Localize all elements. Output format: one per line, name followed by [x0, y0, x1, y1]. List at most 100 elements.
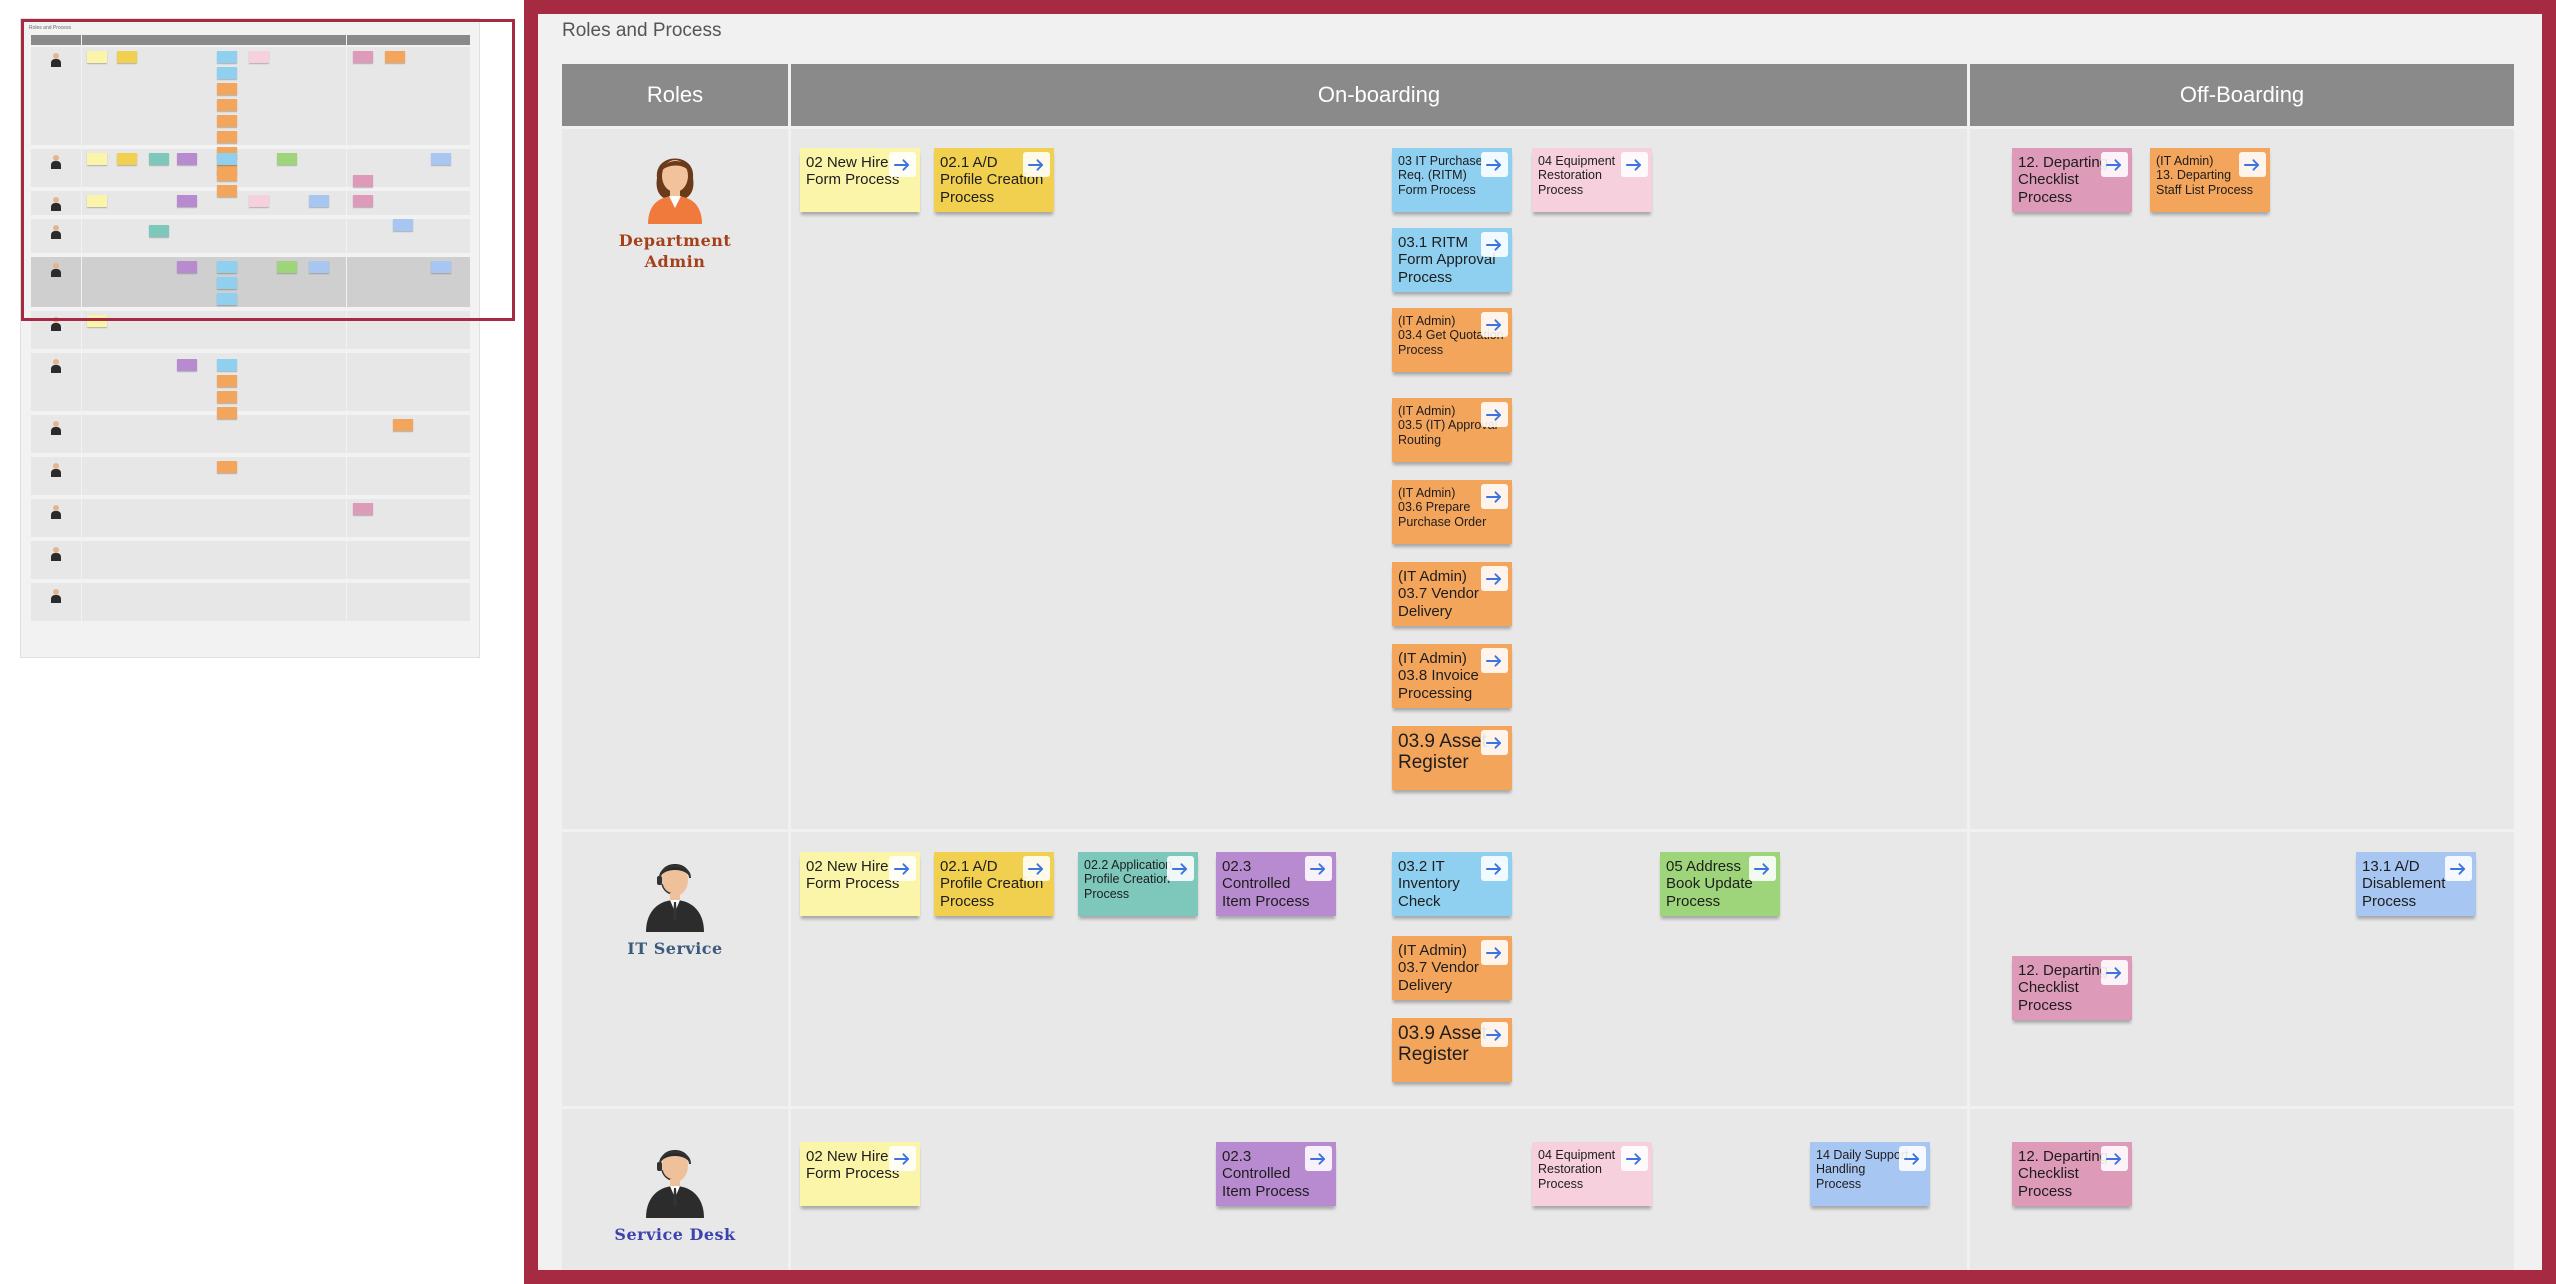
header-roles: Roles: [562, 64, 788, 126]
arrow-right-icon[interactable]: [1899, 1146, 1926, 1171]
sticky-note-text: 12. Departing Checklist Process: [2018, 1148, 2109, 1200]
arrow-right-icon[interactable]: [1481, 730, 1508, 755]
sticky-note-sd-04[interactable]: 04 Equipment Restoration Process: [1532, 1142, 1652, 1206]
sticky-note-admin-021[interactable]: 02.1 A/D Profile Creation Process: [934, 148, 1054, 212]
sticky-note-text: (IT Admin) 03.4 Get Quotation Process: [1398, 314, 1504, 357]
sticky-note-text: 12. Departing Checklist Process: [2018, 154, 2109, 206]
sticky-note-admin-039[interactable]: 03.9 Asset Register: [1392, 726, 1512, 790]
sticky-note-it-023[interactable]: 02.3 Controlled Item Process: [1216, 852, 1336, 916]
sticky-note-text: 03.9 Asset Register: [1398, 1023, 1487, 1065]
arrow-right-icon[interactable]: [889, 856, 916, 881]
minimap[interactable]: Roles and Process: [20, 18, 515, 658]
arrow-right-icon[interactable]: [1481, 940, 1508, 965]
sticky-note-text: (IT Admin) 03.5 (IT) Approval Routing: [1398, 404, 1498, 447]
minimap-sticky: [217, 67, 237, 79]
minimap-viewport-indicator[interactable]: [21, 19, 515, 321]
sticky-note-admin-037[interactable]: (IT Admin) 03.7 Vendor Delivery: [1392, 562, 1512, 626]
sticky-note-admin-034[interactable]: (IT Admin) 03.4 Get Quotation Process: [1392, 308, 1512, 372]
arrow-right-icon[interactable]: [1167, 856, 1194, 881]
sticky-note-admin-04[interactable]: 04 Equipment Restoration Process: [1532, 148, 1652, 212]
sticky-note-it-021[interactable]: 02.1 A/D Profile Creation Process: [934, 852, 1054, 916]
arrow-right-icon[interactable]: [1621, 152, 1648, 177]
sticky-note-admin-035[interactable]: (IT Admin) 03.5 (IT) Approval Routing: [1392, 398, 1512, 462]
header-onboarding: On-boarding: [791, 64, 1967, 126]
sticky-note-it-022[interactable]: 02.2 Application Profile Creation Proces…: [1078, 852, 1198, 916]
sticky-note-text: 05 Address Book Update Process: [1666, 858, 1753, 910]
minimap-cell: [82, 583, 346, 621]
arrow-right-icon[interactable]: [889, 1146, 916, 1171]
arrow-right-icon[interactable]: [1481, 484, 1508, 509]
sticky-note-sd-14[interactable]: 14 Daily Support Handling Process: [1810, 1142, 1930, 1206]
sticky-note-text: 02.2 Application Profile Creation Proces…: [1084, 858, 1173, 901]
sticky-note-text: 04 Equipment Restoration Process: [1538, 154, 1616, 197]
arrow-right-icon[interactable]: [1023, 856, 1050, 881]
minimap-sticky: [217, 99, 237, 111]
sticky-note-it-12[interactable]: 12. Departing Checklist Process: [2012, 956, 2132, 1020]
sticky-note-admin-13[interactable]: (IT Admin) 13. Departing Staff List Proc…: [2150, 148, 2270, 212]
sticky-note-text: (IT Admin) 03.7 Vendor Delivery: [1398, 568, 1479, 620]
sticky-note-it-037[interactable]: (IT Admin) 03.7 Vendor Delivery: [1392, 936, 1512, 1000]
minimap-cell: [82, 219, 346, 253]
man-headset-avatar: [640, 852, 710, 932]
role-it-service: IT Service: [562, 852, 788, 959]
role-name-it-service: IT Service: [627, 939, 723, 958]
minimap-sticky: [177, 261, 197, 273]
minimap-sticky: [149, 153, 169, 165]
sticky-note-it-05[interactable]: 05 Address Book Update Process: [1660, 852, 1780, 916]
arrow-right-icon[interactable]: [1749, 856, 1776, 881]
minimap-sticky: [353, 195, 373, 207]
sticky-note-admin-038[interactable]: (IT Admin) 03.8 Invoice Processing: [1392, 644, 1512, 708]
sticky-note-text: 04 Equipment Restoration Process: [1538, 1148, 1616, 1191]
arrow-right-icon[interactable]: [1305, 1146, 1332, 1171]
sticky-note-admin-02[interactable]: 02 New Hire Form Process: [800, 148, 920, 212]
arrow-right-icon[interactable]: [1481, 648, 1508, 673]
sticky-note-it-131[interactable]: 13.1 A/D Disablement Process: [2356, 852, 2476, 916]
minimap-cell: [82, 47, 346, 145]
arrow-right-icon[interactable]: [1481, 402, 1508, 427]
arrow-right-icon[interactable]: [1481, 152, 1508, 177]
sticky-note-sd-12[interactable]: 12. Departing Checklist Process: [2012, 1142, 2132, 1206]
arrow-right-icon[interactable]: [1481, 856, 1508, 881]
arrow-right-icon[interactable]: [2445, 856, 2472, 881]
sticky-note-it-032[interactable]: 03.2 IT Inventory Check: [1392, 852, 1512, 916]
sticky-note-admin-036[interactable]: (IT Admin) 03.6 Prepare Purchase Order: [1392, 480, 1512, 544]
minimap-sticky: [277, 261, 297, 273]
sticky-note-text: 02 New Hire Form Process: [806, 858, 900, 893]
sticky-note-text: 02.1 A/D Profile Creation Process: [940, 858, 1044, 910]
arrow-right-icon[interactable]: [2101, 960, 2128, 985]
sticky-note-it-02[interactable]: 02 New Hire Form Process: [800, 852, 920, 916]
board-canvas[interactable]: Roles and Process Roles On-boarding Off-…: [538, 14, 2542, 1270]
minimap-sticky: [393, 219, 413, 231]
arrow-right-icon[interactable]: [1023, 152, 1050, 177]
sticky-note-it-039[interactable]: 03.9 Asset Register: [1392, 1018, 1512, 1082]
minimap-sticky: [177, 195, 197, 207]
sticky-note-sd-023[interactable]: 02.3 Controlled Item Process: [1216, 1142, 1336, 1206]
minimap-sticky: [87, 153, 107, 165]
sticky-note-admin-12[interactable]: 12. Departing Checklist Process: [2012, 148, 2132, 212]
arrow-right-icon[interactable]: [1621, 1146, 1648, 1171]
row-department-admin-role-cell: [562, 129, 788, 829]
minimap-avatar-icon: [51, 589, 61, 603]
minimap-cell: [82, 415, 346, 453]
sticky-note-text: (IT Admin) 03.6 Prepare Purchase Order: [1398, 486, 1487, 529]
arrow-right-icon[interactable]: [2101, 152, 2128, 177]
arrow-right-icon[interactable]: [1481, 566, 1508, 591]
minimap-cell: [82, 541, 346, 579]
arrow-right-icon[interactable]: [1305, 856, 1332, 881]
arrow-right-icon[interactable]: [889, 152, 916, 177]
man-headset-avatar: [640, 1138, 710, 1218]
sticky-note-admin-03[interactable]: 03 IT Purchase Req. (RITM) Form Process: [1392, 148, 1512, 212]
minimap-avatar-icon: [51, 359, 61, 373]
sticky-note-sd-02[interactable]: 02 New Hire Form Process: [800, 1142, 920, 1206]
minimap-cell: [347, 541, 470, 579]
arrow-right-icon[interactable]: [2101, 1146, 2128, 1171]
minimap-cell: [82, 257, 346, 307]
minimap-sticky: [431, 261, 451, 273]
arrow-right-icon[interactable]: [1481, 312, 1508, 337]
minimap-sticky: [353, 503, 373, 515]
sticky-note-admin-031[interactable]: 03.1 RITM Form Approval Process: [1392, 228, 1512, 292]
arrow-right-icon[interactable]: [1481, 1022, 1508, 1047]
arrow-right-icon[interactable]: [1481, 232, 1508, 257]
minimap-cell: [347, 457, 470, 495]
arrow-right-icon[interactable]: [2239, 152, 2266, 177]
